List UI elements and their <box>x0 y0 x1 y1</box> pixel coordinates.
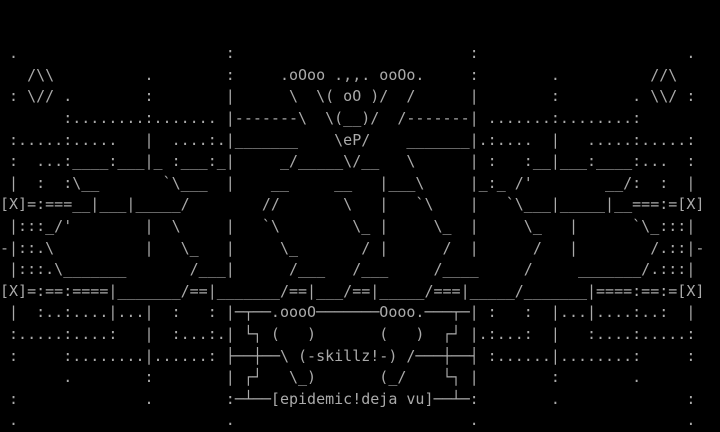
ascii-line-logo: | : :\__ `\___ | __ __ |___\ |_:_ /' __/… <box>0 173 696 192</box>
ascii-line-frame-top: | :..:....|...| : : |─┬──.oooO───────Ooo… <box>0 303 696 322</box>
ascii-line-blank <box>0 0 720 22</box>
ascii-line-logo: |:::.\_______ /___| /___ /___ /____ / __… <box>0 260 696 279</box>
ascii-line-logo: |:::_/' | \ | `\ \_ | \_ | \_ | `\_:::| <box>0 216 696 235</box>
ascii-line-top-dots: . : : . <box>0 44 696 63</box>
ascii-line-face: : \// . : | \ \( oO )/ / | : . \\/ : <box>0 87 696 106</box>
ascii-line-frame: :.....:....: | :...:.| └┐ ( ) ( ) ┌┘ |.:… <box>0 324 696 343</box>
ascii-line-ep-tag: :.....:..... | ....:.|_______ \eP/ _____… <box>0 130 696 149</box>
ascii-line-skillz-tag: : :........|......: ├──┼──\ (-skillz!-) … <box>0 346 696 365</box>
ascii-line-logo-bar-bottom: [X]=:==:====|_______/==|_______/==|___/=… <box>0 281 705 300</box>
ascii-line-credit: : . :─┴──[epidemic!deja vu]──┴─: . : <box>0 389 696 408</box>
ascii-line-logo-top: : ...:____:___|_ :___:_| _/_____\/__ \ |… <box>0 152 696 171</box>
ascii-line-logo-bar-top: [X]=:===__|___|_____/ // \ | `\ | `\___|… <box>0 195 705 214</box>
ascii-line-blank <box>0 22 720 44</box>
ascii-line-nose: :........:....... |-------\ \(__)/ /----… <box>0 108 642 127</box>
ascii-line-eye-top: /\\ . : .oOoo .,,. ooOo. : . //\ <box>0 65 678 84</box>
ascii-line-bottom-dots: . . . . <box>0 411 696 430</box>
ascii-line-frame: . : | ┌┘ \_) (_/ └┐ | : . <box>0 368 642 387</box>
ascii-line-logo: -|::.\ | \_ | \_ / | / | / | /.::|- <box>0 238 705 257</box>
